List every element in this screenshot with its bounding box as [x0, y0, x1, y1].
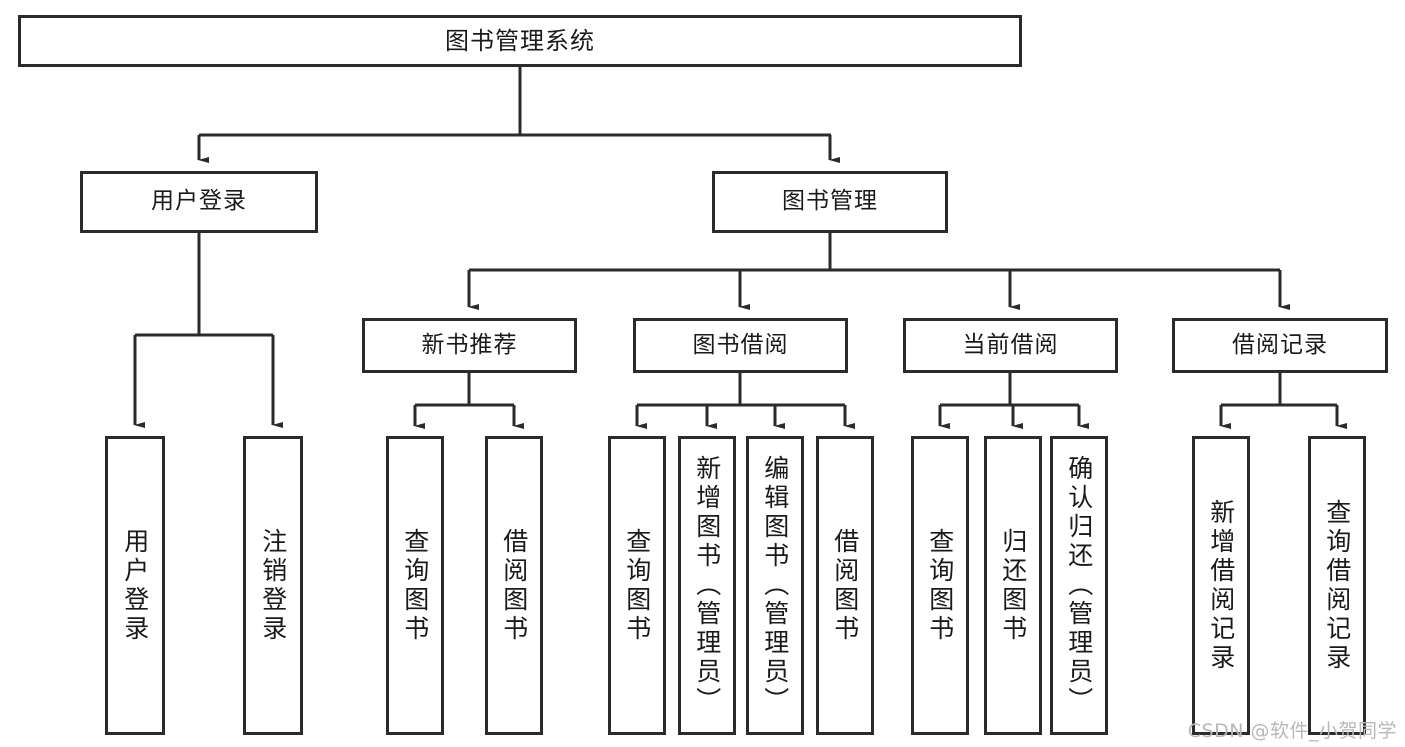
node-level1-0[interactable]: 用户登录: [80, 171, 318, 233]
node-label: 借阅记录: [1232, 331, 1328, 358]
node-label: 归还图书: [998, 527, 1028, 644]
node-label: 确认归还（管理员）: [1064, 455, 1094, 716]
node-label: 图书借阅: [692, 331, 789, 358]
node-label: 图书管理系统: [445, 26, 595, 55]
node-leaf-2[interactable]: 查询图书: [386, 436, 444, 735]
node-label: 编辑图书（管理员）: [760, 455, 790, 716]
node-leaf-3[interactable]: 借阅图书: [485, 436, 543, 735]
node-label: 借阅图书: [499, 527, 529, 644]
node-leaf-11[interactable]: 新增借阅记录: [1192, 436, 1250, 735]
node-label: 图书管理: [782, 188, 878, 215]
node-leaf-6[interactable]: 编辑图书（管理员）: [746, 436, 804, 735]
node-leaf-8[interactable]: 查询图书: [911, 436, 969, 735]
node-label: 新书推荐: [421, 331, 518, 358]
node-label: 新增借阅记录: [1206, 498, 1236, 673]
node-label: 新增图书（管理员）: [692, 455, 722, 716]
node-leaf-0[interactable]: 用户登录: [105, 436, 165, 735]
node-root[interactable]: 图书管理系统: [18, 15, 1022, 67]
node-leaf-12[interactable]: 查询借阅记录: [1308, 436, 1366, 735]
node-leaf-7[interactable]: 借阅图书: [816, 436, 874, 735]
node-level2-0[interactable]: 新书推荐: [362, 318, 577, 373]
node-label: 注销登录: [258, 527, 288, 644]
node-label: 用户登录: [151, 188, 247, 215]
node-leaf-10[interactable]: 确认归还（管理员）: [1050, 436, 1108, 735]
node-label: 查询图书: [400, 527, 430, 644]
node-level2-1[interactable]: 图书借阅: [633, 318, 848, 373]
node-level2-2[interactable]: 当前借阅: [903, 318, 1118, 373]
node-label: 查询借阅记录: [1322, 498, 1352, 673]
node-label: 当前借阅: [962, 331, 1059, 358]
node-leaf-1[interactable]: 注销登录: [243, 436, 303, 735]
node-label: 查询图书: [622, 527, 652, 644]
csdn-watermark: CSDN @软件_小贺同学: [1187, 720, 1397, 742]
node-leaf-4[interactable]: 查询图书: [608, 436, 666, 735]
node-leaf-5[interactable]: 新增图书（管理员）: [678, 436, 736, 735]
node-label: 借阅图书: [830, 527, 860, 644]
node-level2-3[interactable]: 借阅记录: [1172, 318, 1388, 373]
node-level1-1[interactable]: 图书管理: [712, 171, 948, 233]
node-label: 用户登录: [120, 527, 150, 644]
node-leaf-9[interactable]: 归还图书: [984, 436, 1042, 735]
node-label: 查询图书: [925, 527, 955, 644]
